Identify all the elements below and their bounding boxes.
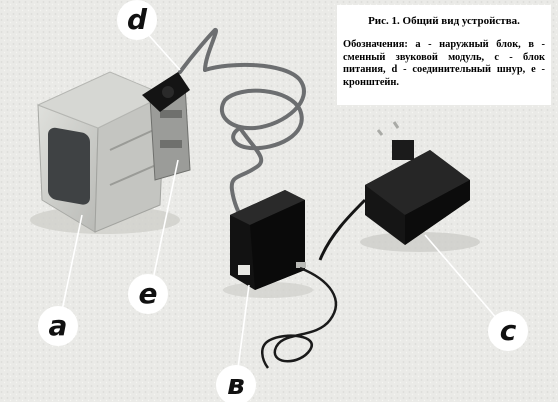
label-b: в bbox=[216, 365, 256, 402]
power-supply bbox=[318, 121, 470, 261]
label-a: a bbox=[38, 306, 78, 346]
connecting-cord bbox=[178, 27, 306, 227]
sound-module bbox=[230, 190, 306, 290]
caption-title: Рис. 1. Общий вид устройства. bbox=[368, 15, 520, 27]
caption-legend: Обозначения: а - наружный блок, в - смен… bbox=[343, 39, 545, 88]
bracket bbox=[142, 72, 191, 181]
module-cord bbox=[261, 266, 338, 369]
label-e: e bbox=[128, 274, 168, 314]
label-d: d bbox=[117, 0, 157, 40]
leader-lines bbox=[59, 21, 506, 384]
outdoor-unit bbox=[36, 71, 167, 233]
figure-caption: Рис. 1. Общий вид устройства. Обозначени… bbox=[337, 5, 551, 105]
label-c: c bbox=[488, 311, 528, 351]
